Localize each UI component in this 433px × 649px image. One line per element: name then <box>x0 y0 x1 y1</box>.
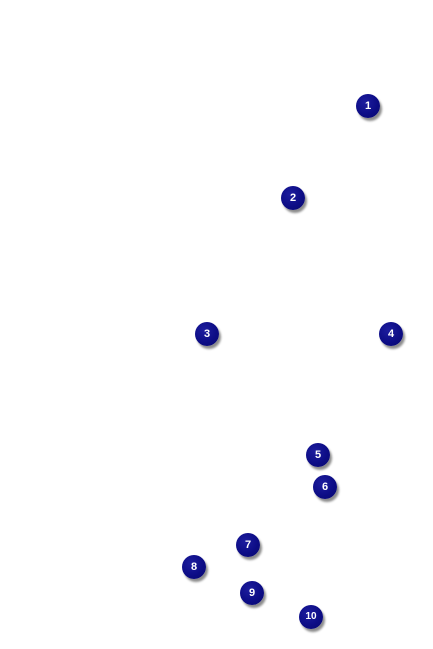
marker-9[interactable]: 9 <box>240 581 264 605</box>
marker-6[interactable]: 6 <box>313 475 337 499</box>
marker-3[interactable]: 3 <box>195 322 219 346</box>
marker-1[interactable]: 1 <box>356 94 380 118</box>
marker-7[interactable]: 7 <box>236 533 260 557</box>
marker-10[interactable]: 10 <box>299 605 323 629</box>
marker-4[interactable]: 4 <box>379 322 403 346</box>
marker-8[interactable]: 8 <box>182 555 206 579</box>
marker-5[interactable]: 5 <box>306 443 330 467</box>
marker-2[interactable]: 2 <box>281 186 305 210</box>
